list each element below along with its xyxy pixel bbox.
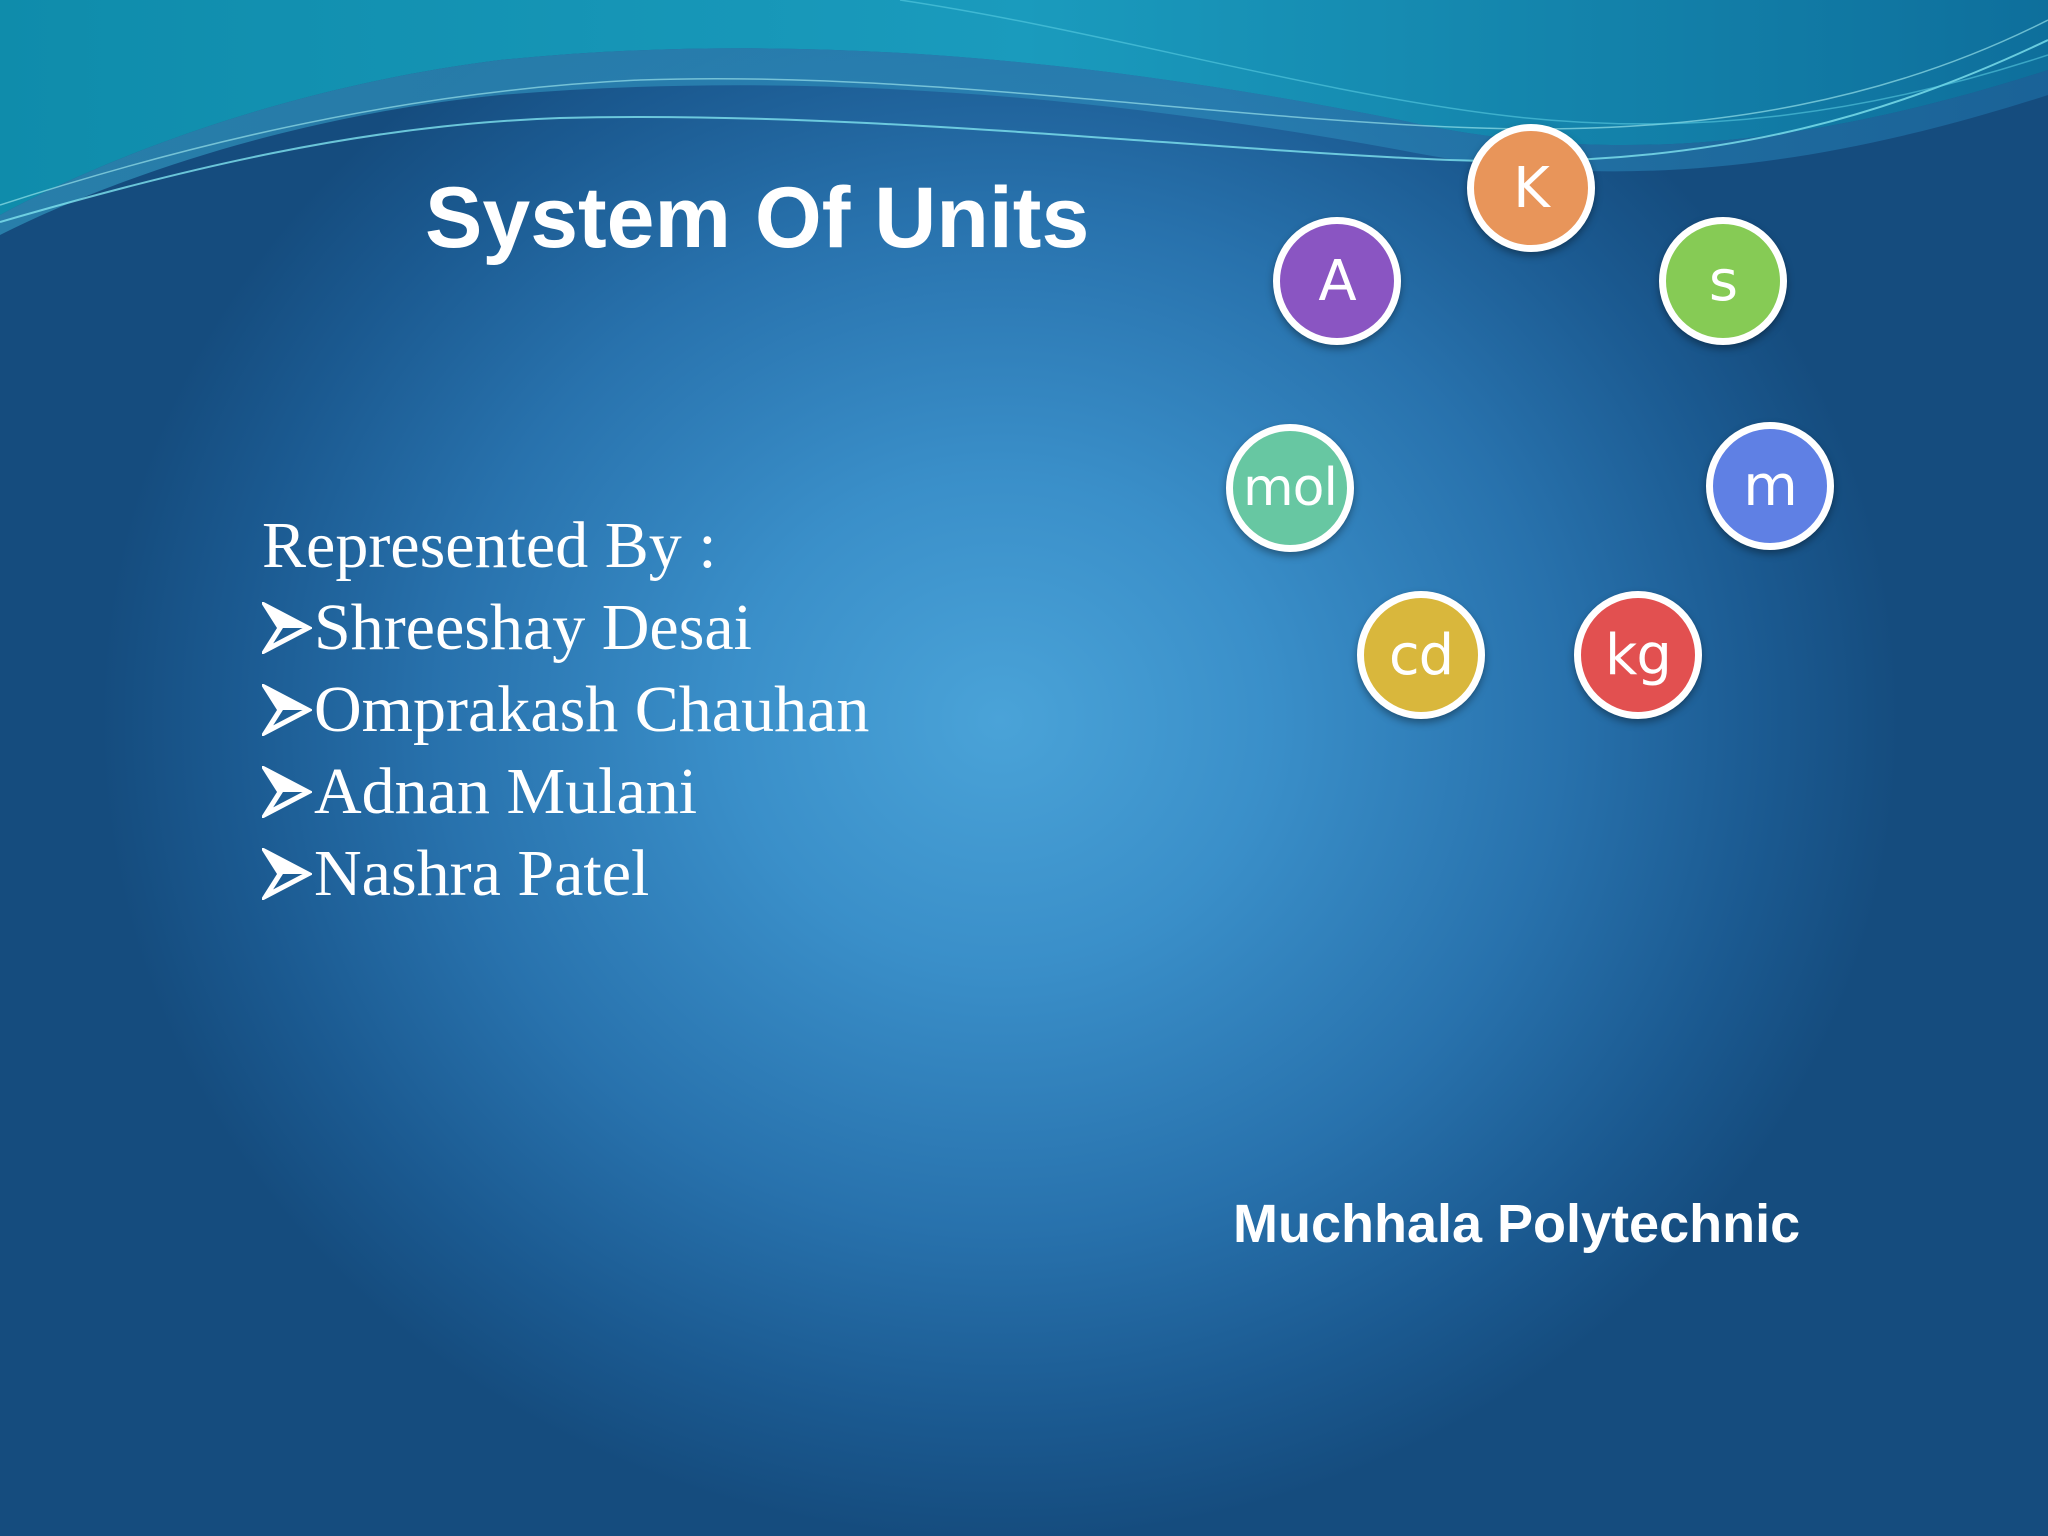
arrow-bullet-icon bbox=[262, 602, 312, 654]
list-item: Adnan Mulani bbox=[262, 751, 869, 833]
arrow-bullet-icon bbox=[262, 766, 312, 818]
list-item: Nashra Patel bbox=[262, 833, 869, 915]
unit-candela-badge: cd bbox=[1357, 591, 1485, 719]
list-item: Shreeshay Desai bbox=[262, 587, 869, 669]
presenter-list: Shreeshay Desai Omprakash Chauhan Adnan … bbox=[262, 587, 869, 915]
unit-kilogram-badge: kg bbox=[1574, 591, 1702, 719]
presenter-name: Shreeshay Desai bbox=[314, 591, 753, 664]
list-item: Omprakash Chauhan bbox=[262, 669, 869, 751]
header-wave-decoration bbox=[0, 0, 2048, 236]
presenters-block: Represented By : Shreeshay Desai Ompraka… bbox=[262, 505, 869, 915]
presenters-heading: Represented By : bbox=[262, 509, 717, 582]
institution-name: Muchhala Polytechnic bbox=[1233, 1194, 1801, 1254]
arrow-bullet-icon bbox=[262, 684, 312, 736]
slide-title: System Of Units bbox=[425, 170, 1090, 266]
arrow-bullet-icon bbox=[262, 848, 312, 900]
presenter-name: Nashra Patel bbox=[314, 837, 650, 910]
unit-kelvin-badge: K bbox=[1467, 124, 1595, 252]
unit-second-badge: s bbox=[1659, 217, 1787, 345]
unit-metre-badge: m bbox=[1706, 422, 1834, 550]
unit-ampere-badge: A bbox=[1273, 217, 1401, 345]
presenter-name: Omprakash Chauhan bbox=[314, 673, 870, 746]
unit-mole-badge: mol bbox=[1226, 424, 1354, 552]
presenter-name: Adnan Mulani bbox=[314, 755, 698, 828]
